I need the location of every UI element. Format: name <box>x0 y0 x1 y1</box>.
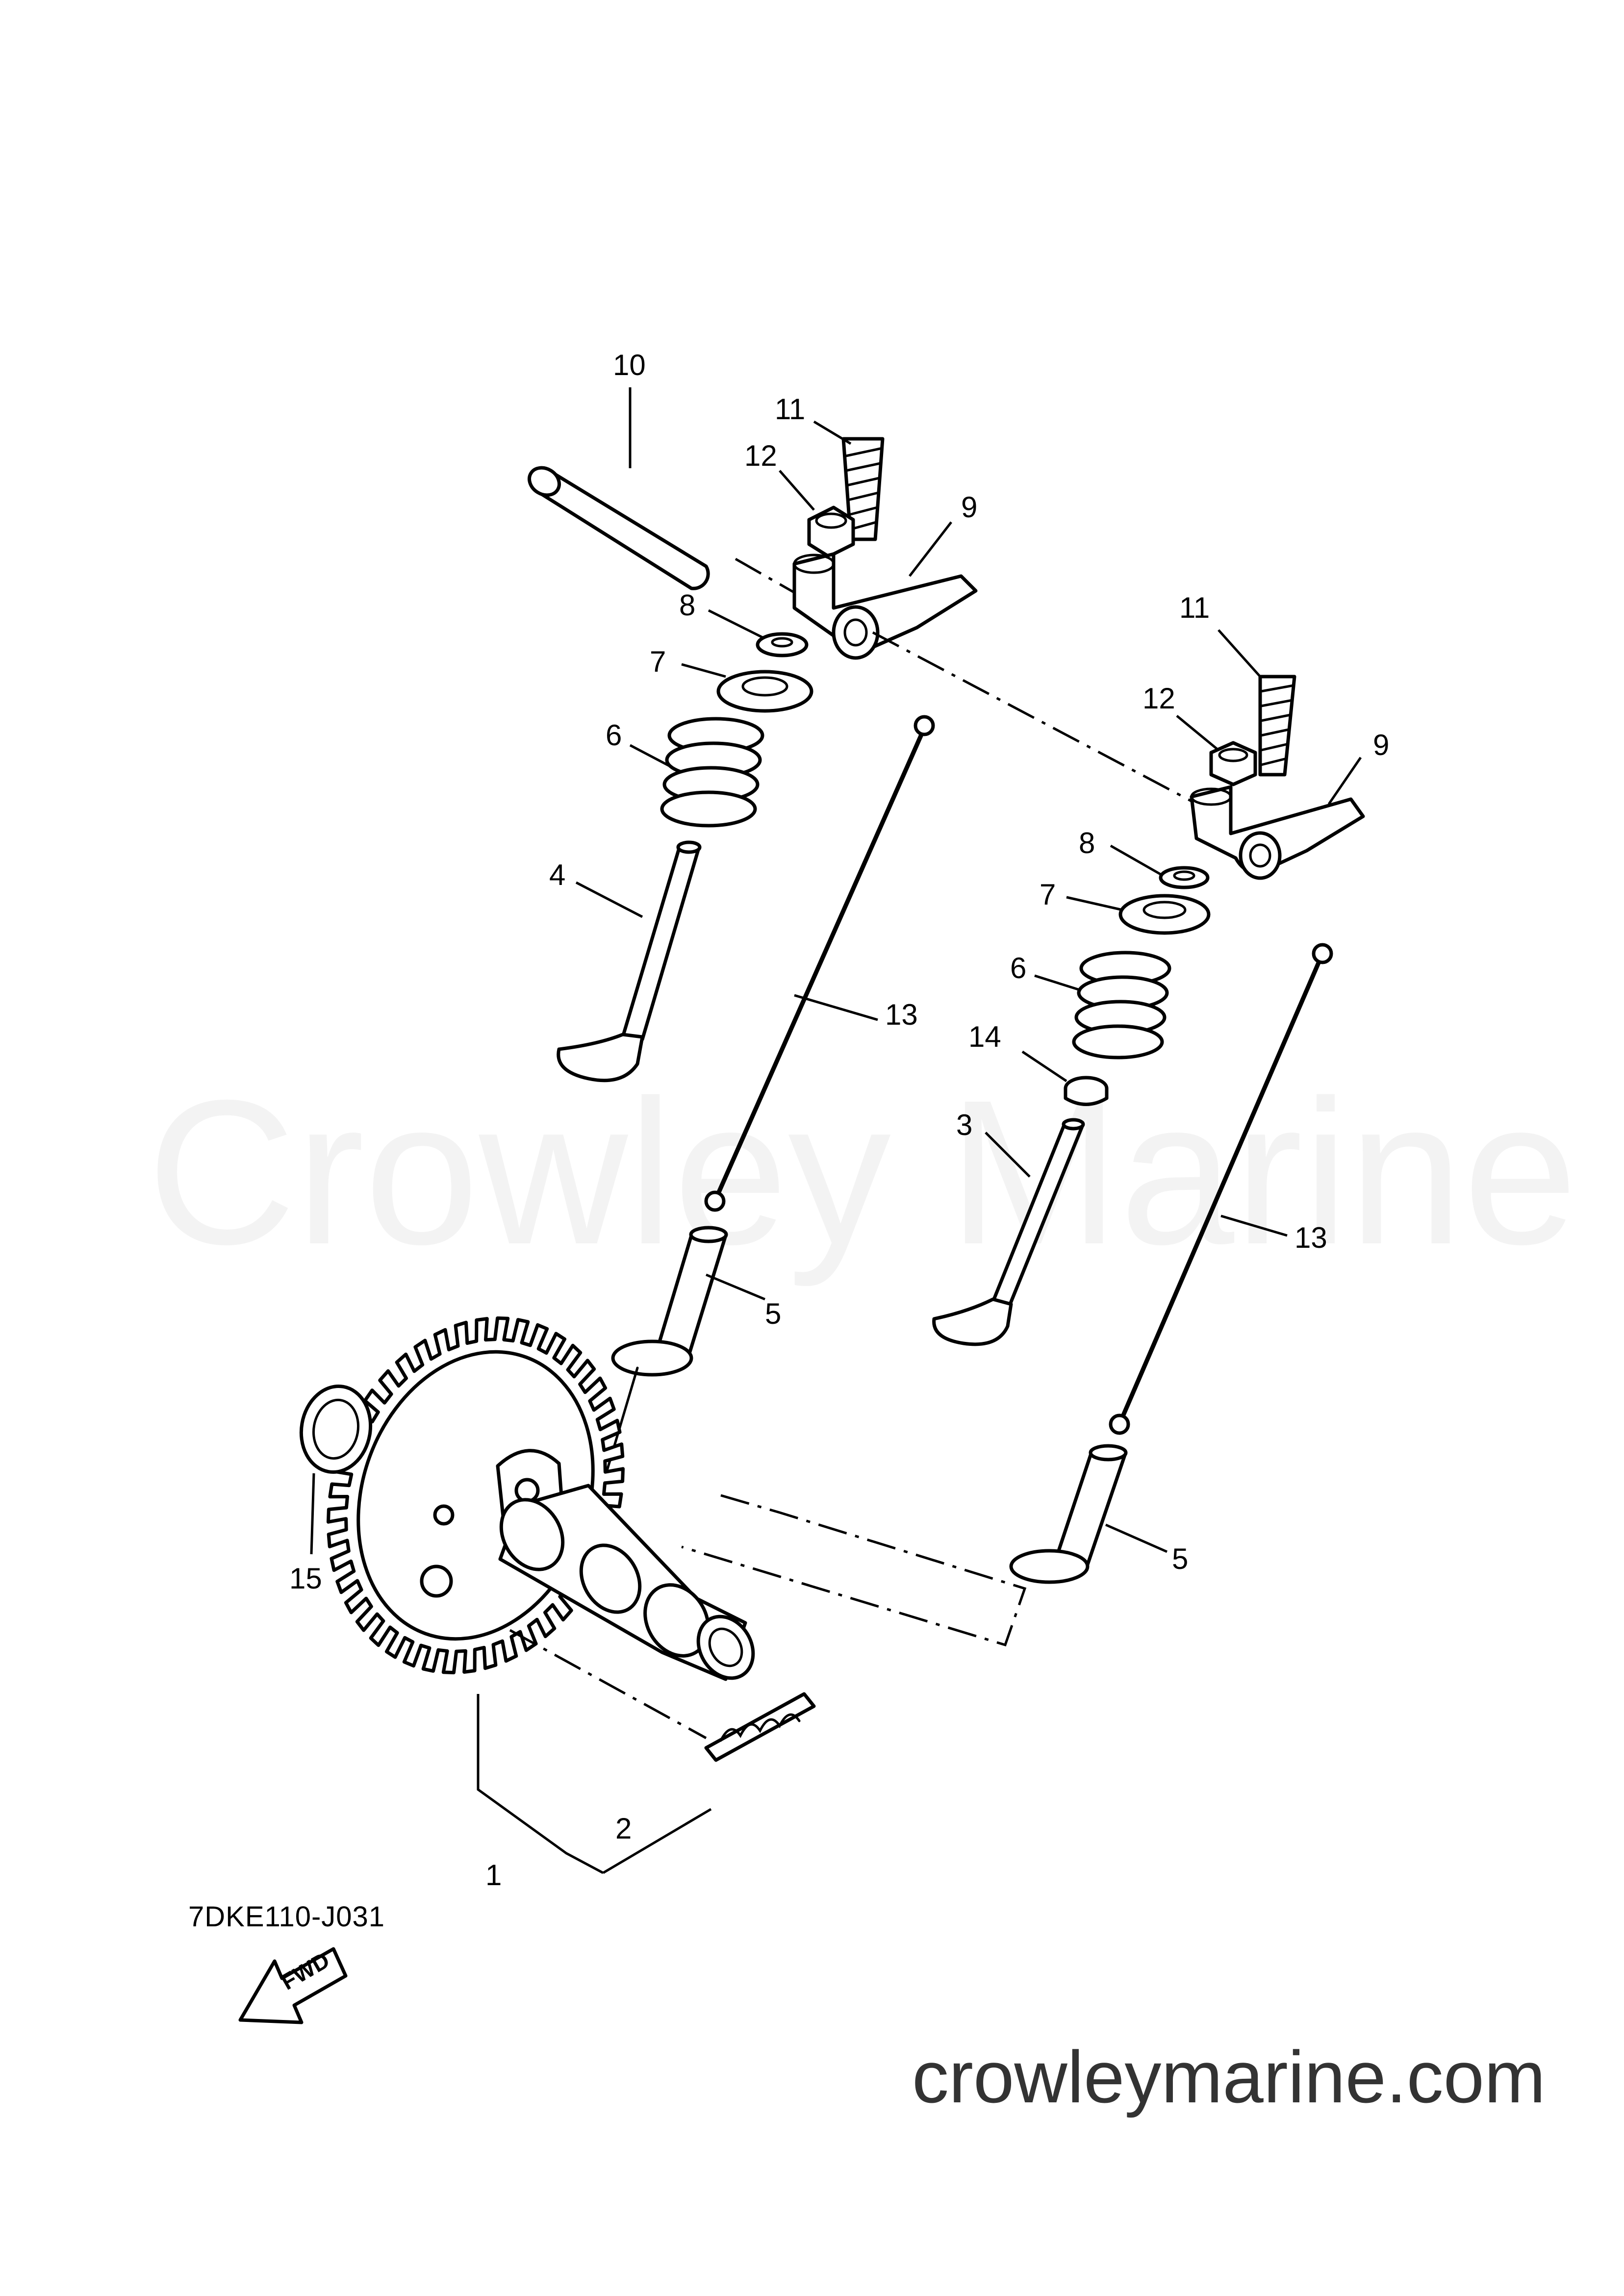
leader-lines <box>310 387 1362 1874</box>
callout-7: 7 <box>650 645 666 678</box>
callout-6: 6 <box>606 719 622 752</box>
callout-3: 3 <box>956 1109 972 1141</box>
adjust-screw-left <box>841 437 885 541</box>
callout-11: 11 <box>775 393 805 426</box>
callout-9: 9 <box>961 491 977 524</box>
callout-10: 10 <box>613 349 646 381</box>
camshaft <box>498 1484 755 1681</box>
valve-stem-seal <box>1064 1076 1109 1106</box>
callout-12-right: 12 <box>1142 682 1175 715</box>
callout-13-right: 13 <box>1294 1221 1327 1254</box>
watermark-text: Crowley Marine <box>147 1054 1577 1291</box>
callout-11-right: 11 <box>1179 591 1210 624</box>
valve-spring-right <box>1072 951 1171 1060</box>
callout-8: 8 <box>679 589 695 622</box>
callout-8-right: 8 <box>1079 827 1095 859</box>
callout-7-right: 7 <box>1040 878 1056 911</box>
callout-6-right: 6 <box>1010 952 1026 984</box>
valve-lifter-right <box>1009 1444 1128 1584</box>
keeper-right <box>1159 866 1210 889</box>
locknut-right <box>1209 741 1257 786</box>
callout-5-right: 5 <box>1172 1542 1188 1575</box>
exhaust-valve-left <box>557 840 702 1083</box>
callout-9-right: 9 <box>1373 729 1389 761</box>
callout-15: 15 <box>289 1562 322 1595</box>
valve-spring-left <box>660 717 764 828</box>
rocker-arm-left <box>792 552 978 660</box>
callout-13: 13 <box>885 998 918 1031</box>
locknut-left <box>807 505 855 558</box>
callout-12: 12 <box>744 439 777 472</box>
callout-4: 4 <box>549 858 565 891</box>
callout-14: 14 <box>968 1020 1001 1053</box>
spring-retainer-right <box>1118 894 1211 935</box>
o-ring <box>299 1384 373 1474</box>
fwd-arrow-icon: FWD <box>238 1947 348 2024</box>
pushrod-right <box>1109 943 1333 1435</box>
adjust-screw-right <box>1258 675 1296 777</box>
callout-1: 1 <box>485 1859 502 1892</box>
callout-2: 2 <box>615 1812 632 1845</box>
decompression-spring <box>509 1629 816 1762</box>
website-label: crowleymarine.com <box>912 2036 1546 2118</box>
spring-retainer-left <box>716 670 813 713</box>
pushrod-left <box>704 715 935 1212</box>
callout-labels: 10 11 12 9 8 7 6 4 13 11 12 9 8 7 6 14 3… <box>289 349 1389 1892</box>
rocker-arm-right <box>1190 785 1365 880</box>
rocker-shaft <box>528 466 805 600</box>
keeper-left <box>756 632 809 657</box>
drawing-number: 7DKE110-J031 <box>188 1901 385 1933</box>
callout-5: 5 <box>765 1297 781 1330</box>
intake-valve-right <box>932 1118 1085 1346</box>
